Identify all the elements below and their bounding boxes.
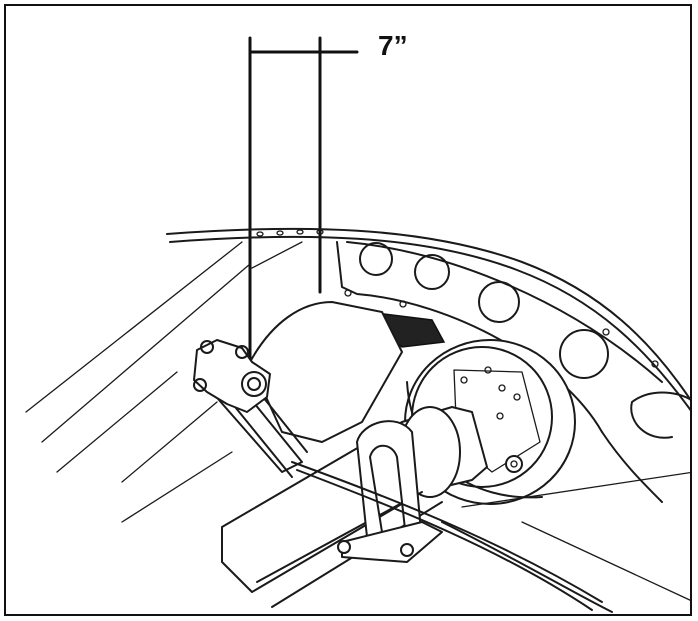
shock-absorber	[211, 301, 403, 478]
body-panel	[25, 227, 690, 483]
u-bolt-clamp	[337, 420, 443, 563]
lower-panel-line	[121, 451, 233, 523]
diagram-frame: 7”	[4, 4, 692, 616]
mounting-bracket	[193, 339, 271, 413]
rivet-row	[256, 229, 324, 237]
dimension-callout	[248, 36, 359, 364]
leaf-spring	[291, 461, 690, 613]
axle-tube	[221, 406, 488, 608]
suspension-illustration	[25, 36, 690, 613]
wheel-arch	[336, 241, 690, 503]
dimension-label: 7”	[378, 30, 408, 61]
